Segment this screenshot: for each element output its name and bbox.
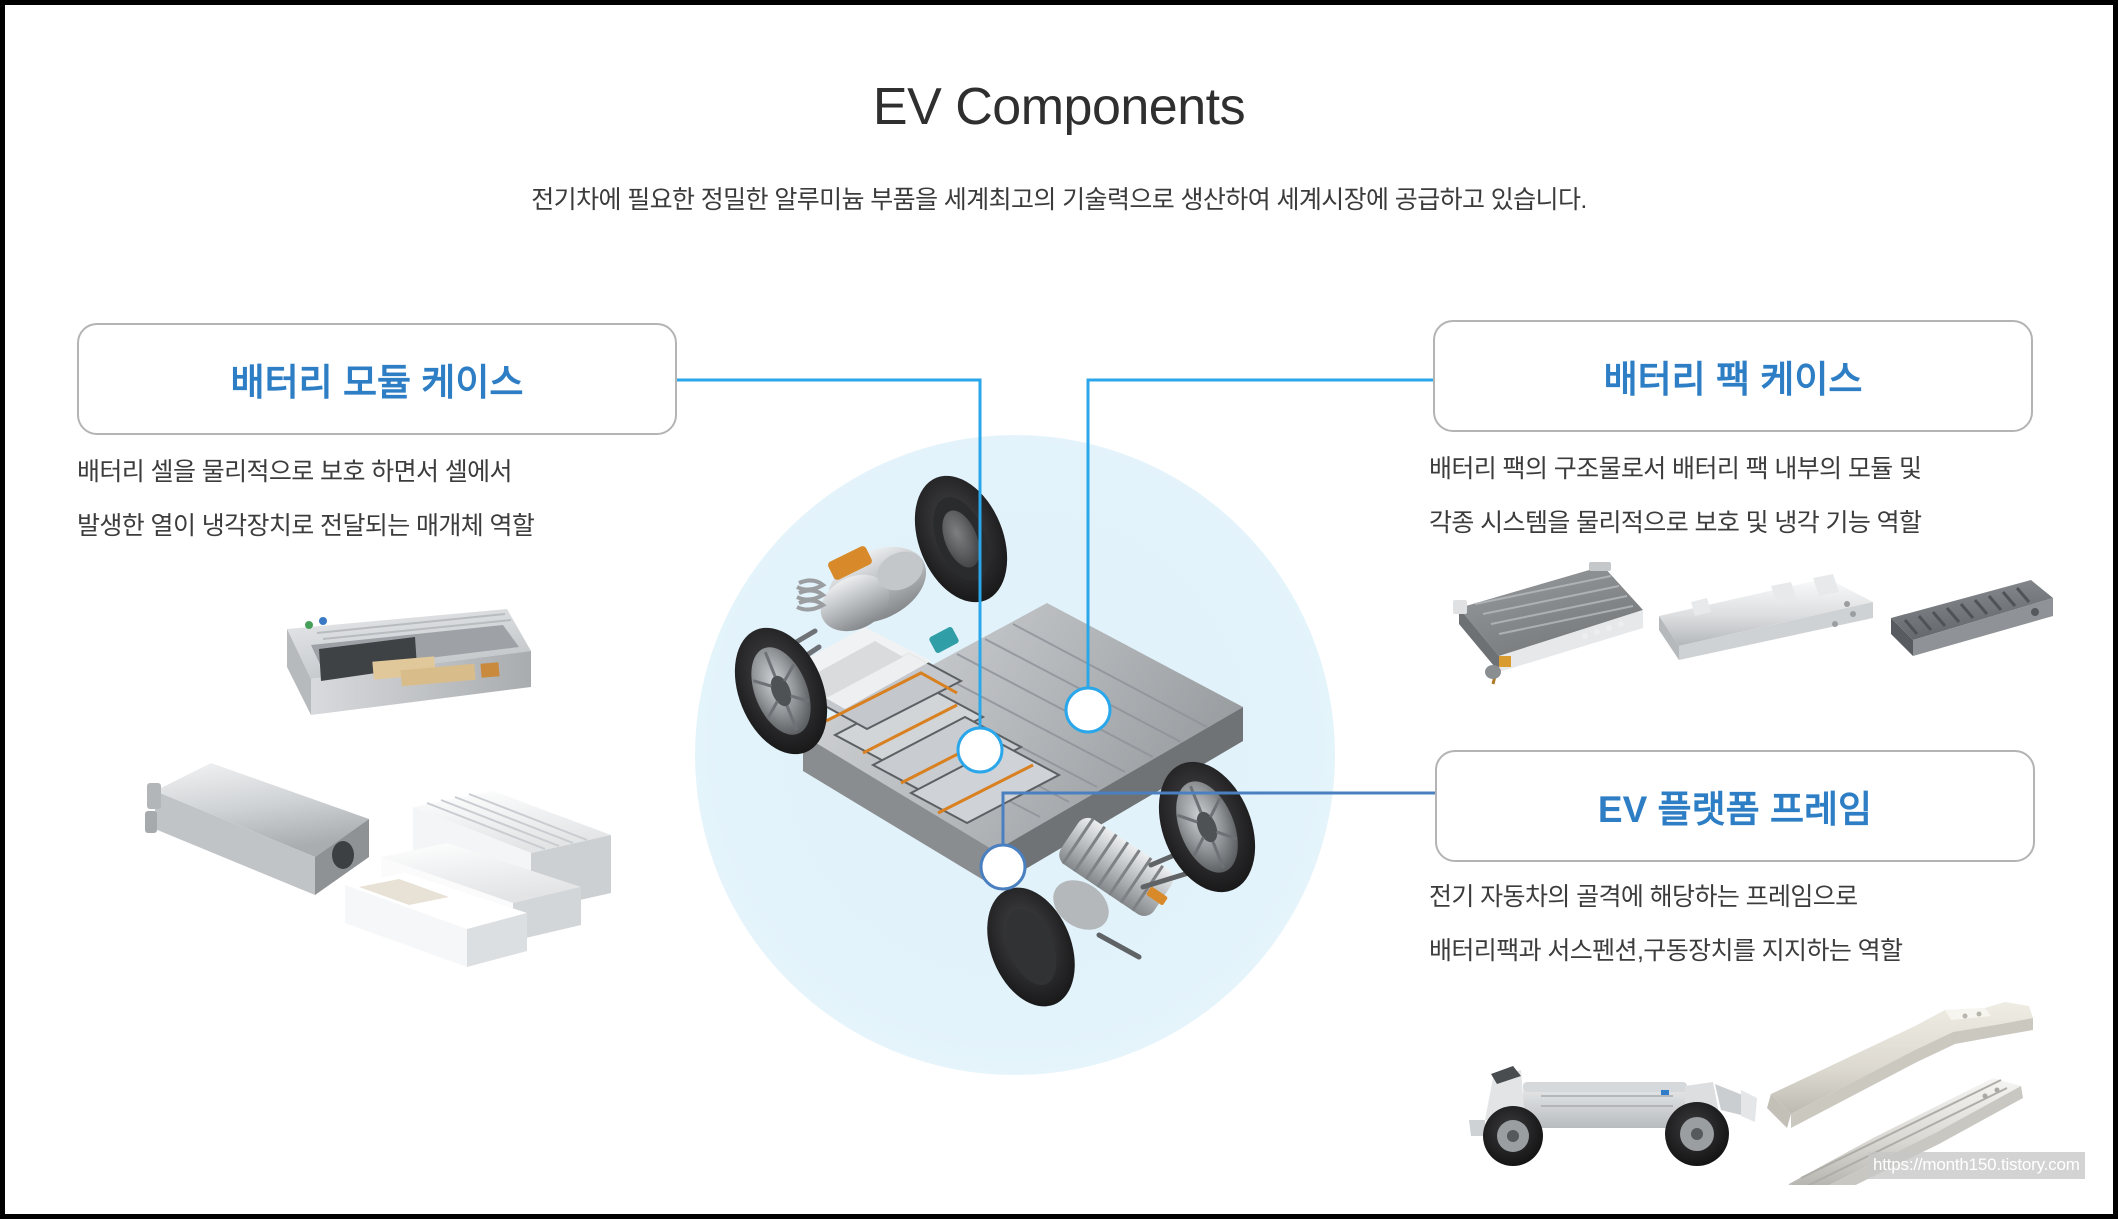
products-battery-module-case [115,585,635,975]
description-line: 전기 자동차의 골격에 해당하는 프레임으로 [1429,883,1858,911]
description-battery-pack-case: 배터리 팩의 구조물로서 배터리 팩 내부의 모듈 및 각종 시스템을 물리적으… [1429,442,1922,550]
page-subtitle: 전기차에 필요한 정밀한 알루미늄 부품을 세계최고의 기술력으로 생산하여 세… [531,186,1587,214]
watermark: https://month150.tistory.com [1868,1152,2085,1179]
aluminum-extrusion-profiles [345,791,611,967]
pack-side-rail-extrusion [1659,574,1873,660]
finned-cooling-panel [1891,580,2053,656]
card-battery-pack-case[interactable]: 배터리 팩 케이스 [1433,320,2033,432]
description-line: 각종 시스템을 물리적으로 보호 및 냉각 기능 역할 [1429,509,1922,537]
ev-rolling-chassis-graphic [734,475,1256,1007]
frame-rail-extrusion-upper [1767,1002,2033,1128]
description-ev-platform-frame: 전기 자동차의 골격에 해당하는 프레임으로 배터리팩과 서스펜션,구동장치를 … [1429,870,1903,978]
description-line: 배터리 팩의 구조물로서 배터리 팩 내부의 모듈 및 [1429,455,1922,483]
battery-module-case-housing [145,763,369,895]
description-line: 배터리팩과 서스펜션,구동장치를 지지하는 역할 [1429,937,1903,965]
page-title: EV Components [872,78,1246,136]
card-title-battery-module-case: 배터리 모듈 케이스 [230,362,524,403]
card-title-battery-pack-case: 배터리 팩 케이스 [1603,359,1863,400]
description-line: 배터리 셀을 물리적으로 보호 하면서 셀에서 [77,458,513,486]
card-battery-module-case[interactable]: 배터리 모듈 케이스 [77,323,677,435]
battery-module-case-cutaway [287,609,531,715]
description-line: 발생한 열이 냉각장치로 전달되는 매개체 역할 [77,512,535,540]
products-battery-pack-case [1435,560,2055,735]
description-battery-module-case: 배터리 셀을 물리적으로 보호 하면서 셀에서 발생한 열이 냉각장치로 전달되… [77,445,535,553]
slide-canvas: EV Components 전기차에 필요한 정밀한 알루미늄 부품을 세계최고… [5,5,2113,1214]
ev-skateboard-platform [1469,1066,1757,1166]
card-ev-platform-frame[interactable]: EV 플랫폼 프레임 [1435,750,2035,862]
products-ev-platform-frame [1445,970,2065,1204]
card-title-ev-platform-frame: EV 플랫폼 프레임 [1597,789,1873,830]
ev-chassis-illustration [695,435,1335,1075]
battery-pack-tray [1453,562,1643,685]
